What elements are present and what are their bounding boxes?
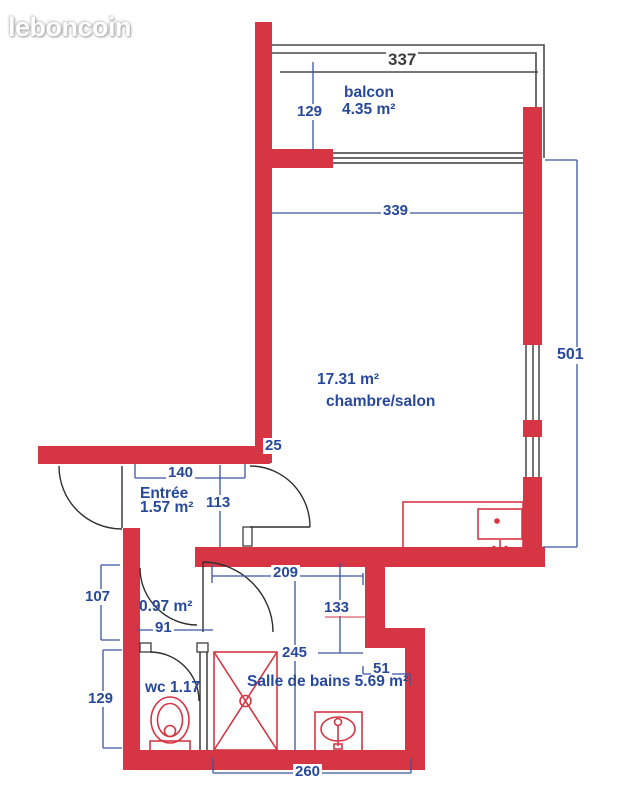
dim-entree-width: 140 <box>166 464 196 481</box>
wall-segment <box>123 528 140 770</box>
dim-degagement-width: 91 <box>153 619 174 636</box>
dim-wc-height: 129 <box>86 690 116 707</box>
balcony-railing <box>272 44 545 158</box>
dim-sdb-width: 260 <box>293 763 323 780</box>
doors <box>58 465 311 702</box>
window-chambre-top <box>333 152 523 164</box>
walls <box>38 22 545 770</box>
wall-segment <box>523 107 542 345</box>
dim-balcon-width: 337 <box>386 50 419 69</box>
room-chambre-area: 17.31 m² <box>317 371 380 388</box>
room-wc-label: wc 1.17 <box>145 679 201 696</box>
wall-segment <box>365 547 385 648</box>
door-arc <box>139 567 198 626</box>
wall-segment <box>523 477 542 567</box>
shower-fixture <box>213 651 278 751</box>
dim-degagement-height: 107 <box>83 588 113 605</box>
room-chambre-name: chambre/salon <box>326 393 436 410</box>
kitchenette-counter <box>402 501 524 551</box>
wall-segment <box>255 22 272 463</box>
dim-step-width: 51 <box>371 660 392 677</box>
wall-segment <box>272 149 333 168</box>
room-degagement-area: 0.97 m² <box>139 598 193 615</box>
room-balcon-name: balcon <box>344 84 394 101</box>
dim-entree-depth: 113 <box>204 494 233 511</box>
wall-segment <box>38 446 270 464</box>
room-entree-area: 1.57 m² <box>140 499 194 516</box>
dim-sdb-height: 245 <box>280 644 310 661</box>
partition-wc-sdb <box>139 526 253 750</box>
wall-segment <box>365 628 425 648</box>
dimension-lines <box>100 62 578 774</box>
dim-chambre-width: 339 <box>381 202 411 219</box>
wall-segment <box>123 750 425 770</box>
room-entree-name: Entrée <box>140 485 189 502</box>
room-balcon-area: 4.35 m² <box>342 101 396 118</box>
window-chambre-right <box>525 345 540 477</box>
room-sdb-label: Salle de bains 5.69 m² <box>247 673 409 690</box>
wall-segment <box>405 648 425 770</box>
dim-sdb-offset: 133 <box>322 599 352 616</box>
dim-balcon-depth: 129 <box>295 103 325 120</box>
dim-chambre-height: 501 <box>555 346 586 364</box>
dim-bas-width: 209 <box>271 564 301 581</box>
door-arc <box>202 561 274 633</box>
dim-wall-offset: 25 <box>263 437 284 454</box>
door-arc <box>249 465 311 528</box>
wall-segment <box>523 420 542 437</box>
door-arc <box>58 465 123 530</box>
toilet-fixture <box>149 696 191 754</box>
sink-fixture <box>314 711 363 753</box>
leboncoin-logo: leboncoin <box>8 12 132 42</box>
door-arc <box>149 651 200 702</box>
